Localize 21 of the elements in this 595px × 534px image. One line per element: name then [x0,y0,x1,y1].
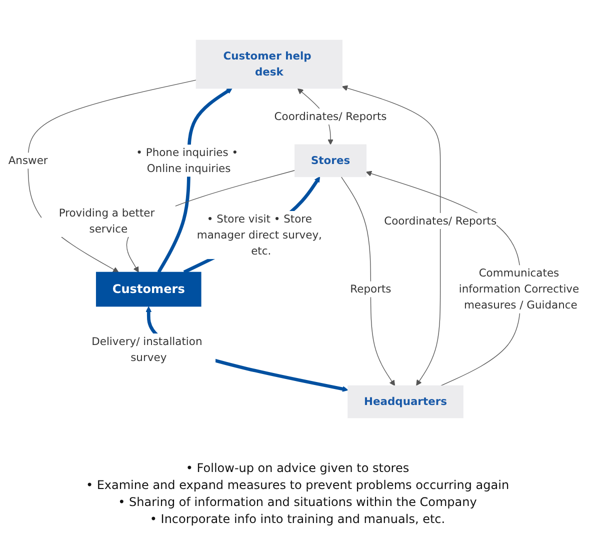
note-text: • Incorporate info into training and manuals, etc. [148,511,446,528]
node-box: Stores [294,144,366,178]
edge-label: Coordinates/ Reports [384,214,496,227]
edge-label: Answer [8,154,48,167]
edge-label: Delivery/ installation survey [91,334,202,364]
note-text: • Examine and expand measures to prevent problems occurring again [86,477,510,494]
arrow [341,85,440,386]
edge-label: • Phone inquiries • Online inquiries [136,146,238,175]
note-text: • Follow-up on advice given to stores [184,460,410,477]
edge-label: Reports [350,282,391,296]
note-text: • Sharing of information and situations within the Company [117,494,478,511]
arrow [365,170,520,386]
arrow [340,176,395,386]
edge-label: Communicates information Corrective measures / Guidance [458,266,579,312]
node-box: Customers [95,272,201,307]
node-box: Customer help desk [195,40,342,89]
edge-label: Coordinates/ Reports [274,110,386,123]
node-box: Headquarters [347,385,463,418]
arrow [27,80,196,272]
edge-label: • Store visit • Store manager direct survey, etc. [196,212,322,258]
edge-label: Providing a better service [58,206,154,236]
